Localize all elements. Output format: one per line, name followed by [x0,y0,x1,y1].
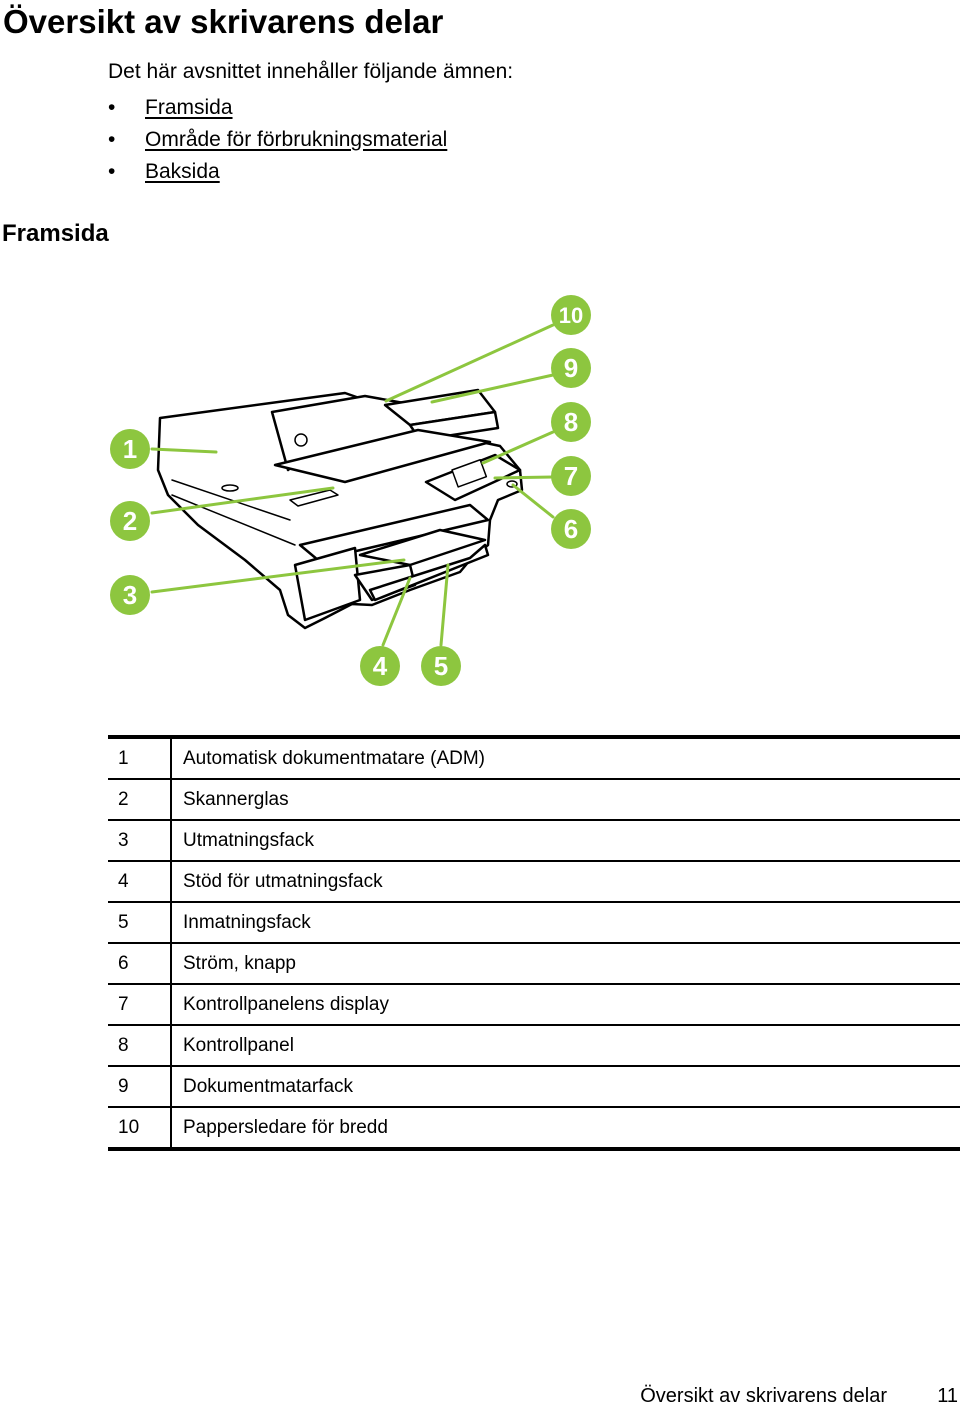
callout-label: 8 [564,407,578,437]
part-number: 4 [108,861,172,903]
control-panel-display [451,458,488,488]
topic-link-baksida[interactable]: Baksida [145,160,220,183]
callout-5: 5 [421,646,461,686]
callout-6: 6 [551,509,591,549]
callout-3: 3 [110,575,150,615]
callout-label: 9 [564,353,578,383]
part-number: 3 [108,820,172,862]
part-number: 5 [108,902,172,944]
page-number: 11 [937,1385,958,1407]
callout-4: 4 [360,646,400,686]
bullet: • [108,160,116,183]
callout-label: 4 [373,651,388,681]
topic-link-framsida[interactable]: Framsida [145,96,233,119]
part-number: 1 [108,737,172,780]
callout-9: 9 [551,348,591,388]
callout-2: 2 [110,501,150,541]
topic-item: • Framsida [108,94,447,126]
callout-7: 7 [551,456,591,496]
scanner-lid [273,428,492,484]
callout-label: 5 [434,651,448,681]
bullet: • [108,128,116,151]
callout-lines [150,323,555,647]
section-title: Framsida [2,220,109,247]
input-tray [368,543,490,602]
part-label: Utmatningsfack [171,820,960,862]
callout-markers: 1 2 3 4 5 6 7 8 [110,295,591,686]
callout-10: 10 [551,295,591,335]
part-label: Ström, knapp [171,943,960,985]
part-number: 9 [108,1066,172,1108]
hp-logo [294,433,308,447]
parts-table: 1 Automatisk dokumentmatare (ADM) 2 Skan… [108,735,960,1151]
callout-label: 1 [123,434,137,464]
cartridge-door [293,546,362,622]
page-footer: Översikt av skrivarens delar 11 [0,1384,960,1408]
table-row: 4 Stöd för utmatningsfack [108,861,960,903]
topic-list: • Framsida • Område för förbrukningsmate… [108,94,447,190]
callout-1: 1 [110,429,150,469]
part-number: 2 [108,779,172,821]
table-row: 3 Utmatningsfack [108,820,960,862]
part-label: Skannerglas [171,779,960,821]
table-row: 1 Automatisk dokumentmatare (ADM) [108,737,960,780]
bullet: • [108,96,116,119]
part-label: Dokumentmatarfack [171,1066,960,1108]
table-row: 9 Dokumentmatarfack [108,1066,960,1108]
part-label: Kontrollpanelens display [171,984,960,1026]
table-row: 8 Kontrollpanel [108,1025,960,1067]
part-label: Pappersledare för bredd [183,1116,388,1138]
topic-item: • Område för förbrukningsmaterial [108,126,447,158]
callout-label: 6 [564,514,578,544]
callout-8: 8 [551,402,591,442]
topic-link-forbrukningsmaterial[interactable]: Område för förbrukningsmaterial [145,128,448,151]
part-label: Automatisk dokumentmatare (ADM) [171,737,960,780]
table-row: 7 Kontrollpanelens display [108,984,960,1026]
topic-item: • Baksida [108,158,447,190]
table-row: 10 Pappersledare för bredd [108,1107,960,1149]
page-title: Översikt av skrivarens delar [3,3,444,40]
part-label: Stöd för utmatningsfack [171,861,960,903]
scanner-glass-slot [289,489,339,507]
table-row: 2 Skannerglas [108,779,960,821]
printer-figure: 1 2 3 4 5 6 7 8 [110,295,591,686]
part-number: 8 [108,1025,172,1067]
callout-label: 2 [123,506,137,536]
front-panel [298,503,490,562]
part-number: 6 [108,943,172,985]
part-label: Kontrollpanel [171,1025,960,1067]
table-row: 6 Ström, knapp [108,943,960,985]
callout-label: 3 [123,580,137,610]
table-row: 5 Inmatningsfack [108,902,960,944]
callout-label: 10 [559,303,583,328]
part-number: 7 [108,984,172,1026]
callout-label: 7 [564,461,578,491]
part-number: 10 [108,1107,172,1149]
part-label: Inmatningsfack [171,902,960,944]
footer-title: Översikt av skrivarens delar [640,1385,887,1407]
printer-illustration [156,388,524,630]
intro-text: Det här avsnittet innehåller följande äm… [108,60,514,83]
